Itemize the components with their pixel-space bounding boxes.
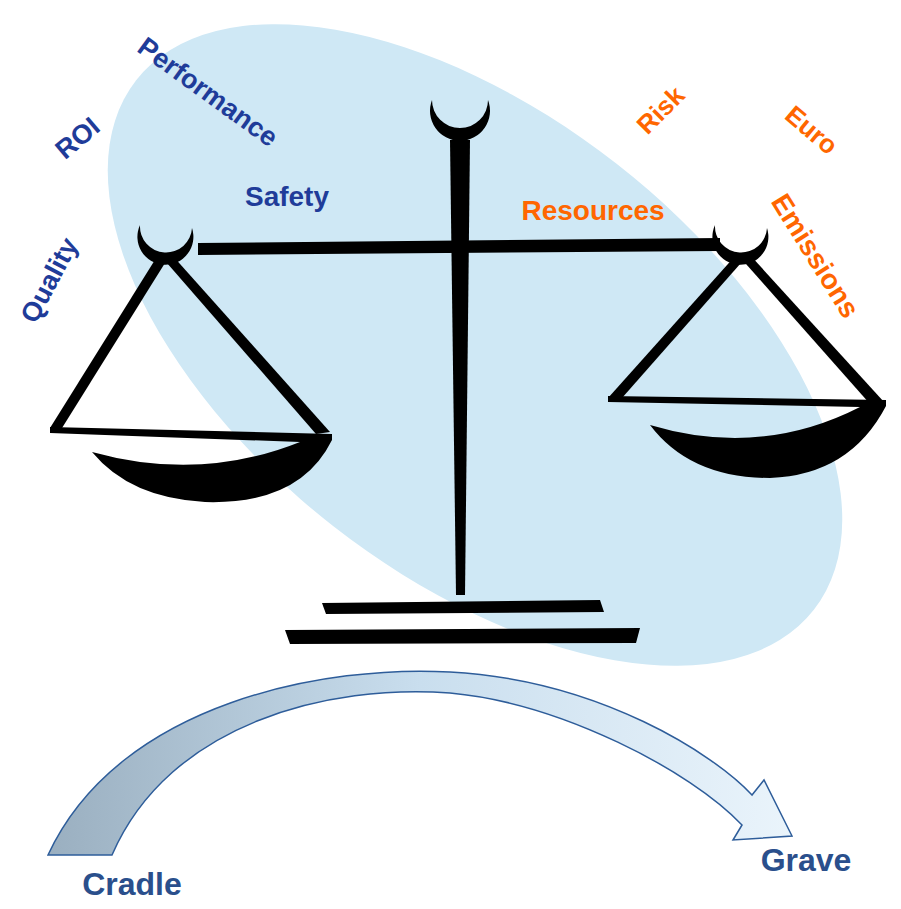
label-text: Euro bbox=[781, 101, 843, 159]
scale-figure bbox=[50, 100, 886, 644]
label-text: Risk bbox=[631, 81, 688, 138]
label-text: Cradle bbox=[82, 868, 182, 900]
label-text: ROI bbox=[51, 112, 105, 164]
label-text: Safety bbox=[245, 183, 329, 211]
label-text: Quality bbox=[17, 233, 84, 326]
lifecycle-arrow bbox=[48, 671, 792, 855]
label-text: Resources bbox=[521, 197, 664, 225]
label-text: Grave bbox=[761, 844, 852, 876]
